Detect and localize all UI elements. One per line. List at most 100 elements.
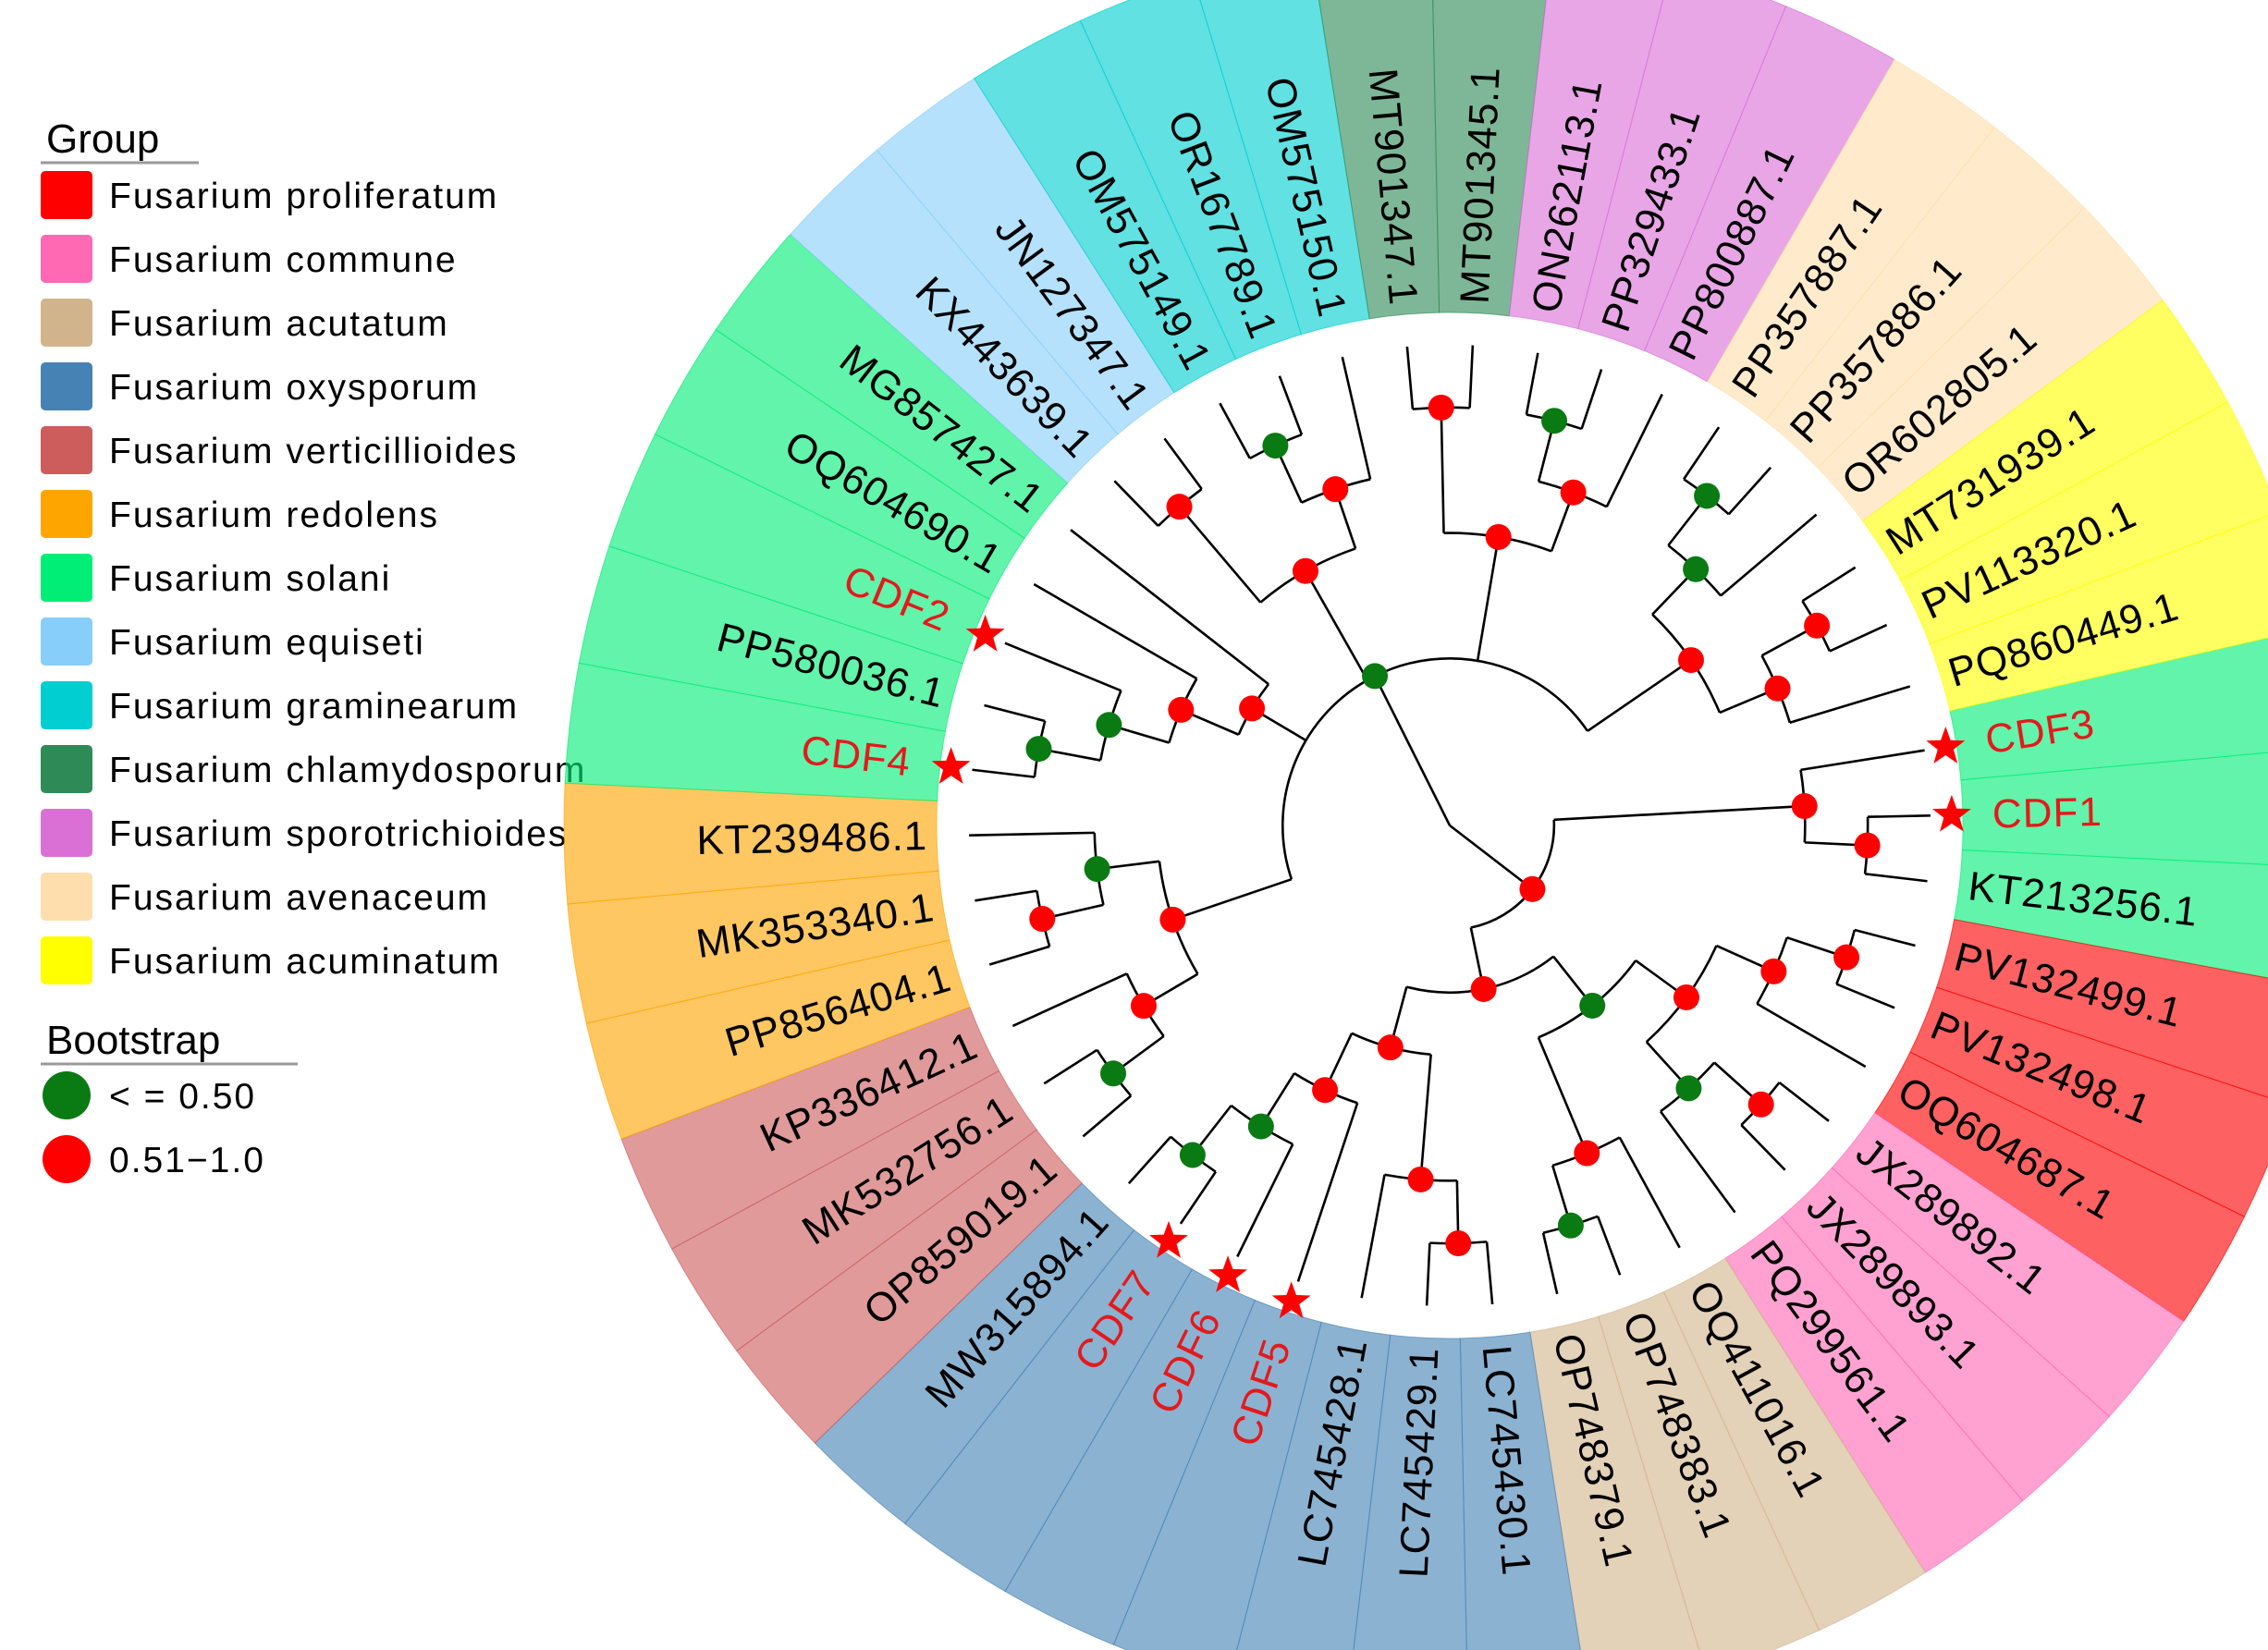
branch-segment: [1727, 466, 1772, 516]
bootstrap-marker: [1168, 696, 1195, 723]
branch-segment: [1004, 642, 1122, 692]
legend-label: Fusarium acutatum: [109, 304, 449, 344]
bootstrap-marker: [1560, 479, 1587, 506]
group-sectors: [563, 0, 2268, 1650]
branch-segment: [1835, 983, 1895, 1009]
group-sector-fusarium-oxysporum: [1353, 1334, 1467, 1650]
branch-segment: [988, 945, 1050, 966]
branch-segment: [1082, 1094, 1133, 1138]
branch-segment: [975, 889, 1037, 902]
bootstrap-marker: [1694, 483, 1721, 509]
bootstrap-marker: [1362, 663, 1389, 690]
bootstrap-marker: [1130, 993, 1157, 1020]
bootstrap-marker: [1675, 1075, 1702, 1102]
branch-segment: [1449, 824, 1534, 890]
bootstrap-marker: [1791, 793, 1818, 820]
branch-segment: [1341, 356, 1372, 480]
legend-swatch: [41, 681, 92, 729]
branch-segment: [1163, 437, 1203, 490]
query-star-icon: [1931, 794, 1971, 832]
bootstrap-marker: [1760, 958, 1787, 984]
branch-segment: [1405, 346, 1415, 409]
bootstrap-markers: [1025, 394, 1881, 1257]
branch-segment: [1854, 928, 1916, 947]
branch-segment: [1868, 814, 1931, 819]
legend-bootstrap-item-1: 0.51−1.0: [43, 1135, 265, 1183]
bootstrap-marker: [1407, 1166, 1434, 1192]
branch-segment: [1425, 1242, 1431, 1306]
branch-segment: [1236, 1143, 1294, 1258]
query-star-icon: [1926, 727, 1966, 764]
legend-label: Fusarium commune: [109, 240, 458, 280]
legend-bootstrap-dot: [43, 1071, 91, 1119]
branch-segment: [1580, 369, 1603, 430]
legend-swatch: [41, 554, 92, 602]
branch-segment: [1304, 570, 1369, 681]
branch-segment: [1476, 536, 1500, 662]
query-star-icon: [1271, 1281, 1311, 1319]
branch-segment: [1011, 972, 1128, 1028]
legend-label: Fusarium graminearum: [109, 687, 519, 727]
legend-swatch: [41, 362, 92, 410]
group-sector-fusarium-oxysporum: [1459, 1331, 1581, 1650]
legend-swatch: [41, 873, 92, 921]
legend-item-fusarium-acuminatum: Fusarium acuminatum: [41, 936, 499, 984]
group-sector-fusarium-solani: [1954, 849, 2268, 979]
legend-bootstrap-label: 0.51−1.0: [109, 1141, 265, 1180]
bootstrap-marker: [1519, 875, 1546, 902]
legend-item-fusarium-oxysporum: Fusarium oxysporum: [41, 362, 479, 410]
branch-segment: [1033, 582, 1197, 680]
branch-segment: [1587, 658, 1692, 732]
legend-item-fusarium-solani: Fusarium solani: [41, 554, 389, 602]
branch-segment: [1468, 345, 1475, 409]
branch-segment: [1419, 1054, 1432, 1180]
group-sector-fusarium-sporotrichioides: [1508, 0, 1664, 330]
bootstrap-marker: [1377, 1034, 1404, 1061]
legend-swatch: [41, 809, 92, 857]
legend-bootstrap-title: Bootstrap: [46, 1018, 220, 1063]
bootstrap-marker: [1239, 695, 1266, 722]
group-sector-fusarium-proliferatum: [1936, 919, 2268, 1098]
legend-label: Fusarium chlamydosporum: [109, 751, 586, 790]
branch-segment: [1043, 1048, 1098, 1085]
branch-segment: [1801, 566, 1857, 603]
bootstrap-marker: [1747, 1091, 1774, 1118]
bootstrap-marker: [1322, 476, 1349, 503]
branch-segment: [1219, 402, 1251, 459]
group-sector-fusarium-chlamydosporum: [1318, 0, 1440, 320]
branch-segment: [1800, 749, 1925, 772]
branch-segment: [972, 768, 1036, 778]
branch-segment: [1179, 1170, 1217, 1225]
branch-segment: [1829, 623, 1888, 653]
leaf-label-lc745429-1: LC745429.1: [1391, 1346, 1448, 1579]
bootstrap-marker: [1096, 712, 1122, 739]
legend-swatch: [41, 936, 92, 984]
branch-segment: [1485, 1241, 1494, 1305]
bootstrap-marker: [1084, 856, 1110, 883]
legend-item-fusarium-verticillioides: Fusarium verticillioides: [41, 426, 518, 474]
bootstrap-marker: [1673, 984, 1699, 1010]
group-sector-fusarium-solani: [1960, 752, 2268, 865]
bootstrap-marker: [1428, 394, 1454, 421]
bootstrap-marker: [1247, 1113, 1274, 1140]
group-sector-fusarium-graminearum: [1079, 0, 1302, 361]
bootstrap-marker: [1470, 975, 1497, 1002]
group-sector-fusarium-acutatum: [1529, 1315, 1700, 1650]
bootstrap-marker: [1312, 1077, 1339, 1104]
legend-item-fusarium-commune: Fusarium commune: [41, 235, 458, 283]
branch-segment: [1605, 393, 1663, 507]
legend-label: Fusarium oxysporum: [109, 368, 479, 408]
query-star-icon: [965, 614, 1005, 652]
bootstrap-marker: [1833, 944, 1860, 971]
branch-segment: [1278, 375, 1304, 435]
group-sector-fusarium-solani: [1949, 637, 2268, 781]
legend-label: Fusarium equiseti: [109, 623, 425, 663]
branch-segment: [1440, 407, 1445, 533]
legend-label: Fusarium proliferatum: [109, 177, 498, 216]
legend-bootstrap-label: < = 0.50: [109, 1077, 256, 1117]
legend-item-fusarium-acutatum: Fusarium acutatum: [41, 299, 449, 347]
legend-label: Fusarium verticillioides: [109, 432, 518, 471]
bootstrap-marker: [1029, 906, 1056, 933]
